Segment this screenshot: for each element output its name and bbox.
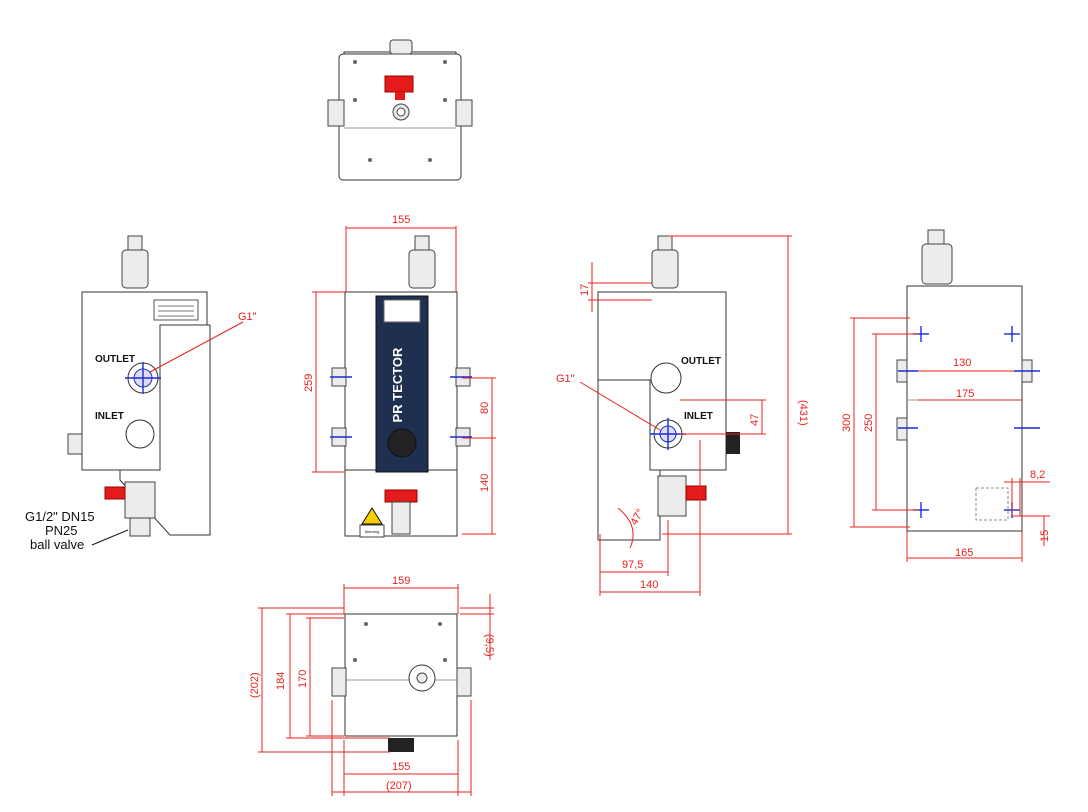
rear-dimensions (850, 317, 1050, 562)
left-side-view (67, 235, 211, 537)
dim-bottom-184: 184 (275, 672, 287, 690)
bottom-view (331, 613, 472, 752)
outlet-label-right: OUTLET (681, 356, 721, 367)
outlet-label-left: OUTLET (95, 354, 135, 365)
dim-front-140: 140 (479, 474, 491, 492)
dim-rear-300: 300 (841, 414, 853, 432)
side-dimensions (588, 235, 792, 596)
dim-front-259: 259 (303, 374, 315, 392)
dim-rear-15: 15 (1039, 530, 1051, 542)
bottom-dimensions (258, 584, 494, 796)
dim-bottom-170: 170 (297, 670, 309, 688)
valve-label-line3: ball valve (30, 537, 84, 552)
dim-side-431: (431) (797, 400, 809, 426)
valve-label-line2: PN25 (45, 523, 78, 538)
dim-bottom-207: (207) (386, 780, 412, 792)
g1-label-left: G1" (238, 311, 257, 323)
dim-rear-175: 175 (956, 388, 974, 400)
inlet-label-right: INLET (684, 411, 713, 422)
front-dimensions (312, 226, 496, 535)
right-side-view (597, 235, 740, 541)
dim-side-17: 17 (579, 284, 591, 296)
dim-front-80: 80 (479, 402, 491, 414)
dim-front-155: 155 (392, 214, 410, 226)
g1-leader-left (149, 321, 244, 373)
valve-leader (91, 529, 129, 546)
brand-text: PR TECTOR (390, 347, 405, 422)
dim-bottom-9-5: (9,5) (483, 634, 495, 657)
dim-bottom-159: 159 (392, 575, 410, 587)
dim-rear-250: 250 (863, 414, 875, 432)
rear-view (896, 229, 1040, 532)
warning-label: Warning (365, 529, 380, 534)
dim-side-97-5: 97,5 (622, 559, 643, 571)
dim-rear-130: 130 (953, 357, 971, 369)
dim-bottom-155: 155 (392, 761, 410, 773)
front-view (330, 235, 472, 538)
dim-side-47: 47 (749, 414, 761, 426)
top-view (327, 39, 473, 181)
g1-label-right: G1" (556, 373, 575, 385)
dim-bottom-202: (202) (249, 672, 261, 698)
dim-side-140: 140 (640, 579, 658, 591)
dim-rear-165: 165 (955, 547, 973, 559)
g1-leader-right (579, 381, 661, 431)
inlet-label-left: INLET (95, 411, 124, 422)
valve-label-line1: G1/2" DN15 (25, 509, 95, 524)
dim-rear-8-2: 8,2 (1030, 469, 1045, 481)
